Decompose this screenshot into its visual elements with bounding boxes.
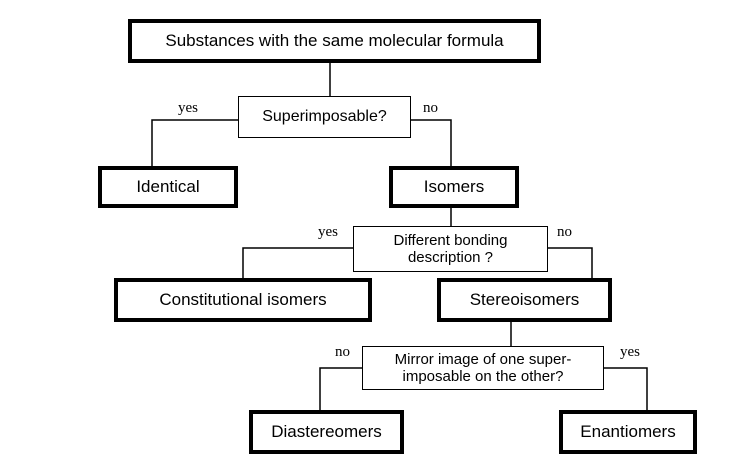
connector-no-to-stereoisomers bbox=[547, 247, 593, 278]
connector-yes-to-enantiomers bbox=[603, 367, 648, 410]
node-identical: Identical bbox=[98, 166, 238, 208]
node-enantiomers: Enantiomers bbox=[559, 410, 697, 454]
question-superimposable-text: Superimposable? bbox=[262, 107, 387, 125]
label-bonding-no: no bbox=[557, 224, 572, 240]
node-constitutional-isomers: Constitutional isomers bbox=[114, 278, 372, 322]
node-constitutional-isomers-text: Constitutional isomers bbox=[159, 290, 327, 310]
connector-no-to-isomers bbox=[410, 119, 452, 166]
connector-yes-to-identical bbox=[151, 119, 238, 166]
question-mirror-line2: imposable on the other? bbox=[402, 368, 564, 385]
question-bonding: Different bonding description ? bbox=[353, 226, 548, 272]
question-bonding-line2: description ? bbox=[407, 249, 494, 266]
node-diastereomers-text: Diastereomers bbox=[271, 422, 382, 442]
question-mirror-line1: Mirror image of one super- bbox=[394, 350, 572, 368]
label-superimposable-no: no bbox=[423, 100, 438, 116]
node-enantiomers-text: Enantiomers bbox=[580, 422, 676, 442]
question-bonding-line1: Different bonding bbox=[393, 231, 508, 249]
label-mirror-yes: yes bbox=[620, 344, 640, 360]
question-superimposable: Superimposable? bbox=[238, 96, 411, 138]
connector-no-to-diastereomers bbox=[319, 367, 362, 410]
node-isomers: Isomers bbox=[389, 166, 519, 208]
label-mirror-no: no bbox=[335, 344, 350, 360]
node-isomers-text: Isomers bbox=[423, 177, 485, 197]
label-bonding-yes: yes bbox=[318, 224, 338, 240]
connector-yes-to-constitutional bbox=[242, 247, 353, 278]
node-stereoisomers-text: Stereoisomers bbox=[469, 290, 580, 310]
node-stereoisomers: Stereoisomers bbox=[437, 278, 612, 322]
node-identical-text: Identical bbox=[136, 177, 200, 197]
label-superimposable-yes: yes bbox=[178, 100, 198, 116]
node-root-text: Substances with the same molecular formu… bbox=[165, 31, 504, 51]
question-mirror-image: Mirror image of one super- imposable on … bbox=[362, 346, 604, 390]
node-diastereomers: Diastereomers bbox=[249, 410, 404, 454]
node-root: Substances with the same molecular formu… bbox=[128, 19, 541, 63]
